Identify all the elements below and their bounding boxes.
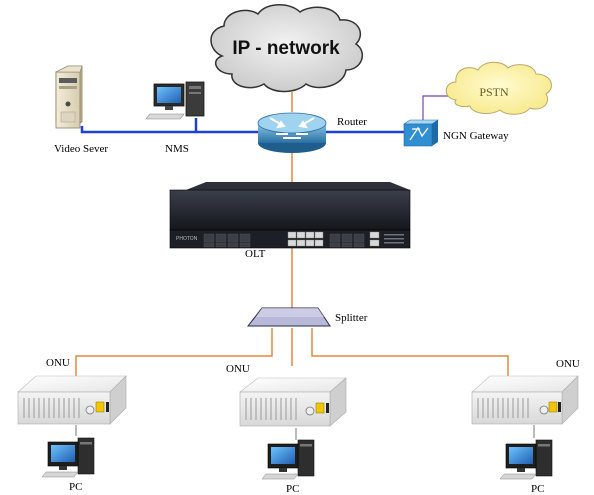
pc-left-label: PC: [69, 481, 82, 493]
ip-network-cloud: IP - network: [210, 4, 364, 93]
video-server: [55, 65, 83, 129]
onu-left-label: ONU: [46, 357, 70, 369]
router-label: Router: [337, 116, 367, 128]
splitter: [246, 307, 331, 327]
onu-center: [239, 377, 347, 427]
ngn-pstn-link: [422, 95, 452, 121]
onu-right: [471, 375, 579, 425]
pc-right: [499, 439, 553, 480]
onu-center-label: ONU: [226, 363, 250, 375]
ngn-gateway-label: NGN Gateway: [443, 130, 509, 142]
pstn-label: PSTN: [479, 85, 509, 99]
ngn-gateway: [403, 119, 439, 147]
splitter-label: Splitter: [335, 312, 368, 324]
video-server-label: Video Sever: [54, 143, 108, 155]
pc-left: [41, 437, 95, 478]
nms-label: NMS: [165, 143, 189, 155]
pc-center-label: PC: [286, 483, 299, 495]
nms-workstation: [145, 81, 205, 120]
router: [257, 112, 327, 153]
video-server-link: [80, 126, 258, 134]
ip-network-label: IP - network: [232, 38, 340, 59]
olt-brand: PHOTON: [176, 236, 198, 242]
olt-label: OLT: [245, 248, 266, 260]
onu-right-label: ONU: [556, 358, 580, 370]
pstn-cloud: PSTN: [445, 61, 552, 115]
splitter-onu-left-link: [75, 328, 273, 376]
splitter-onu-right-link: [311, 328, 509, 376]
links: [75, 92, 535, 440]
onu-left: [17, 375, 127, 425]
pc-right-label: PC: [531, 483, 544, 495]
olt-device: PHOTON: [169, 182, 411, 249]
pc-center: [261, 439, 315, 480]
